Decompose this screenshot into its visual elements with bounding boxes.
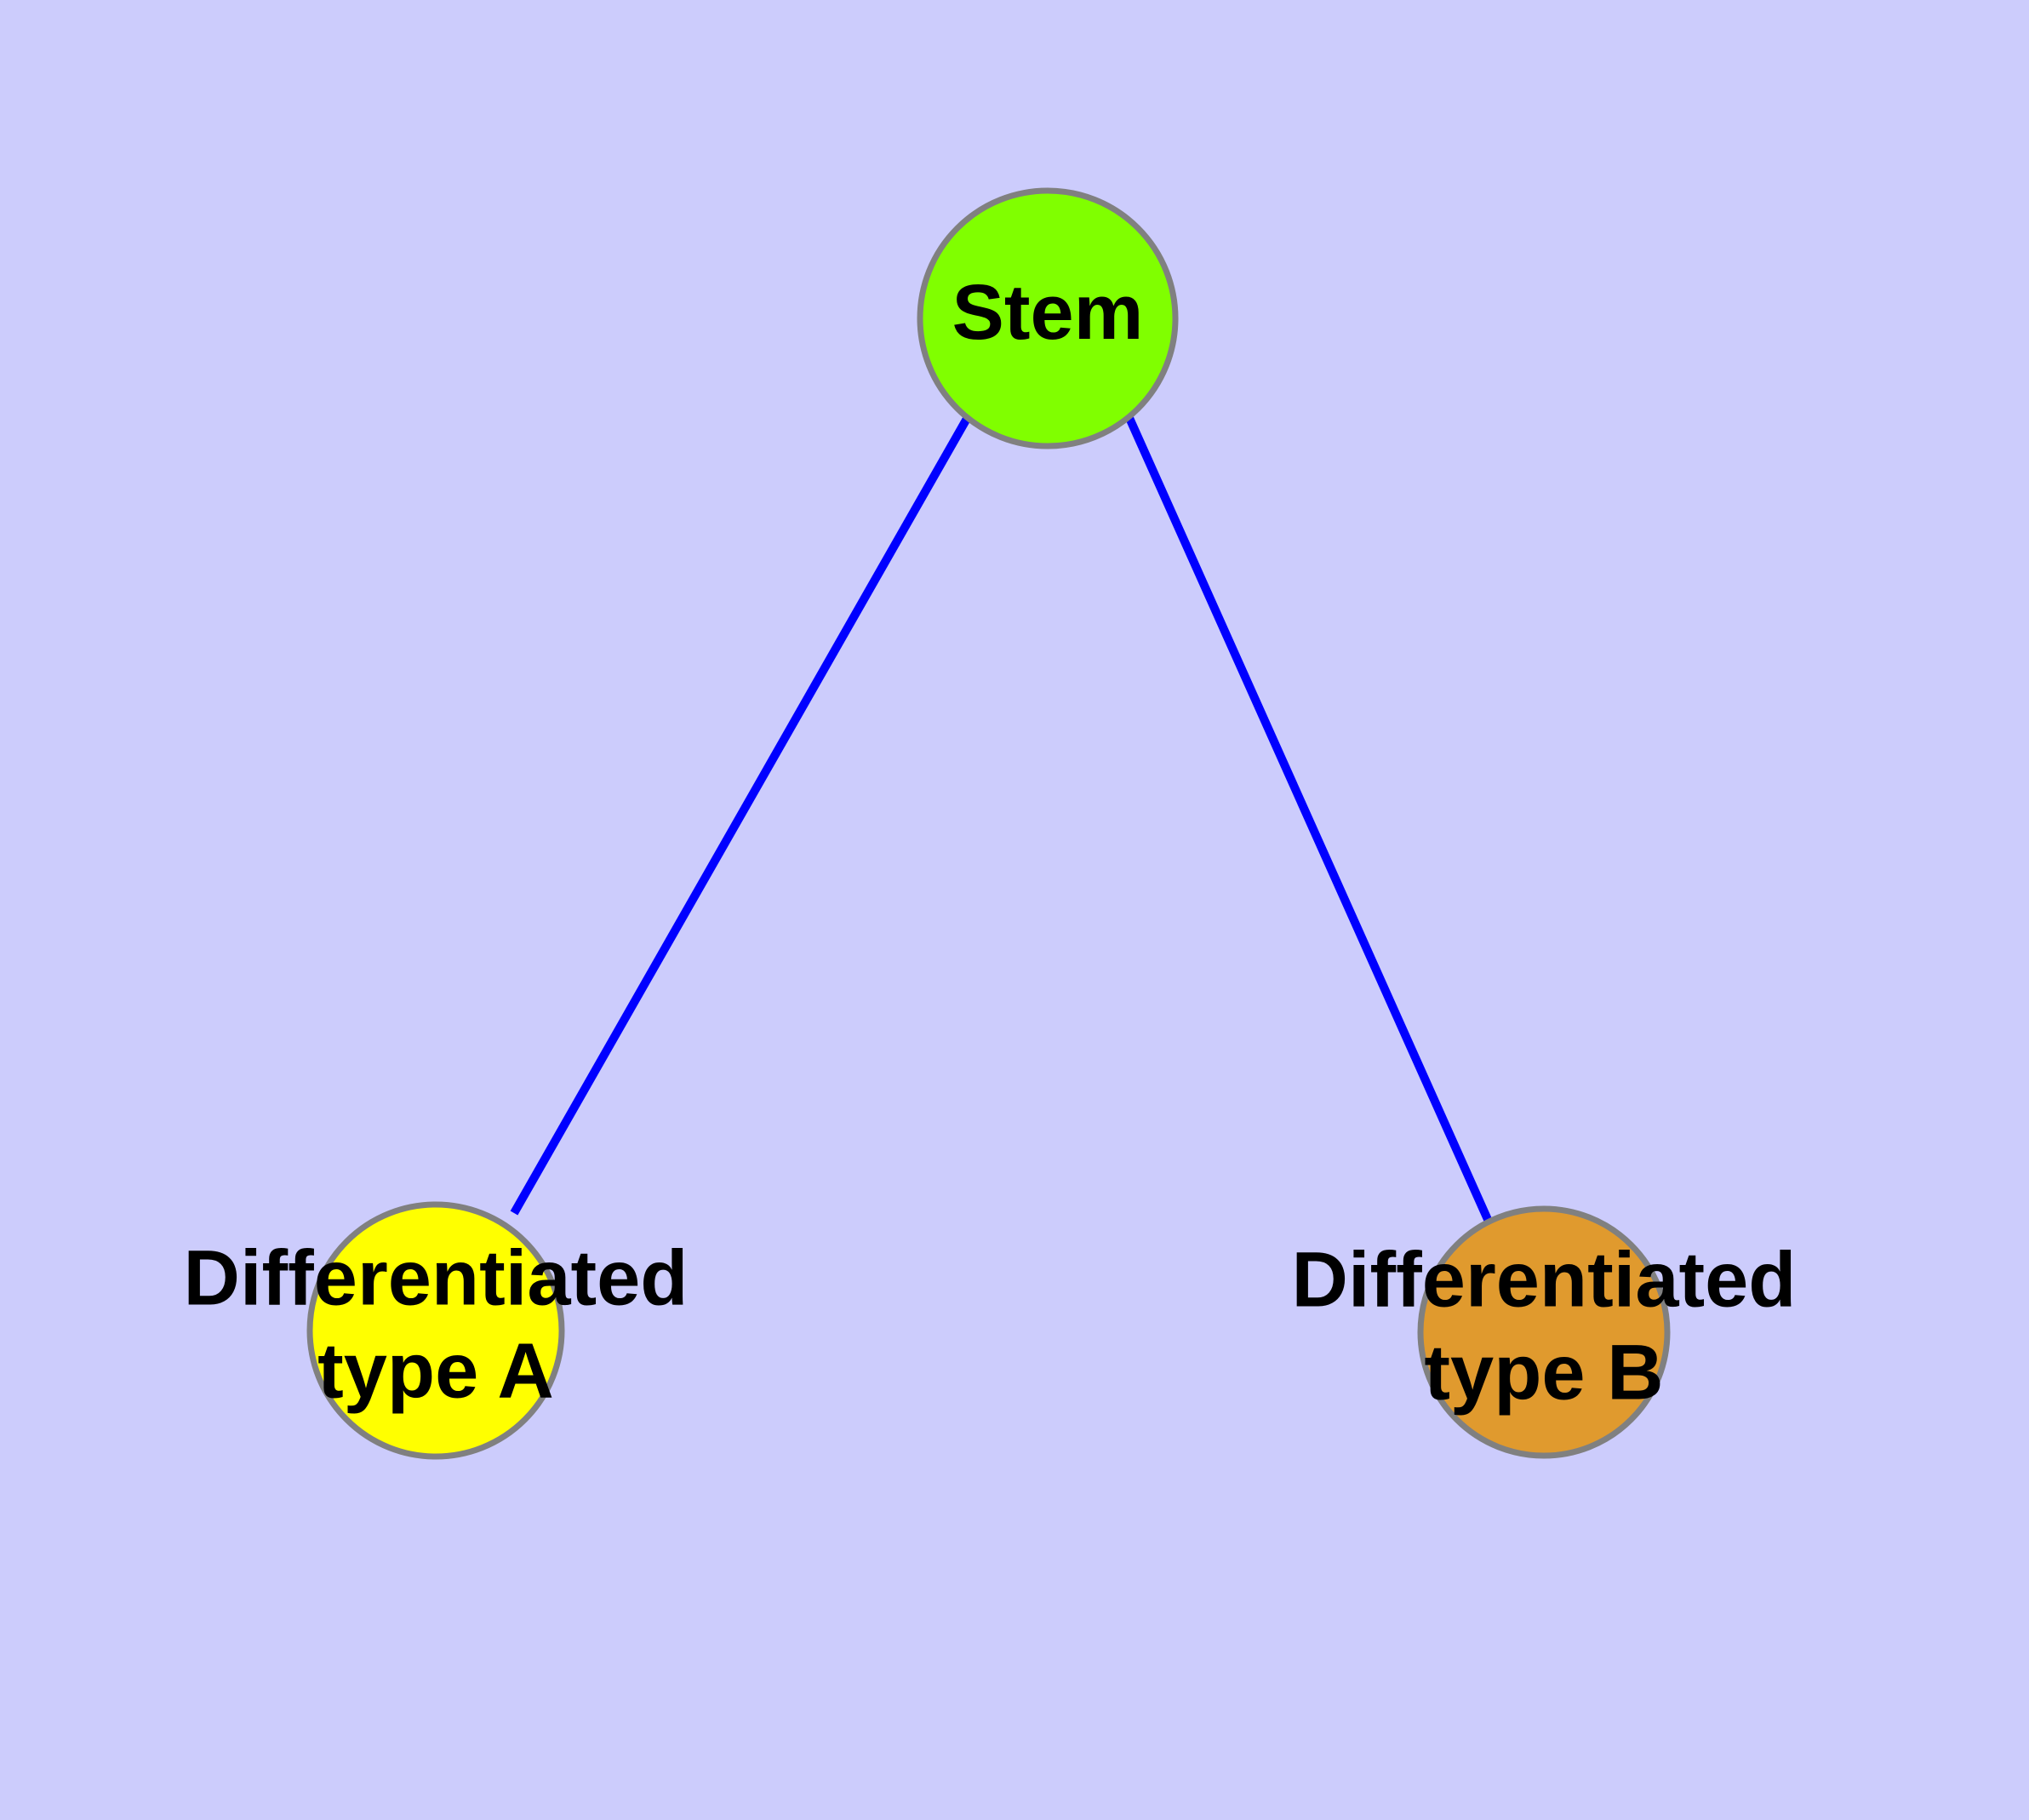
edge-stem-to-differentiated-type-a <box>510 415 972 1216</box>
edge-stem-to-differentiated-type-b <box>1125 415 1494 1226</box>
node-differentiated-type-a[interactable] <box>306 1201 565 1460</box>
node-layer <box>306 187 1671 1460</box>
node-label-line: Stem <box>952 269 1144 356</box>
node-differentiated-type-b[interactable] <box>1417 1205 1671 1459</box>
node-label-line: Differentiated <box>1292 1237 1797 1324</box>
node-label-line: type A <box>317 1328 554 1415</box>
node-label-stem: Stem <box>952 269 1144 356</box>
node-label-line: Differentiated <box>184 1235 689 1322</box>
node-label-line: type B <box>1424 1330 1663 1417</box>
edge-layer <box>510 415 1494 1226</box>
node-stem[interactable] <box>917 187 1179 449</box>
